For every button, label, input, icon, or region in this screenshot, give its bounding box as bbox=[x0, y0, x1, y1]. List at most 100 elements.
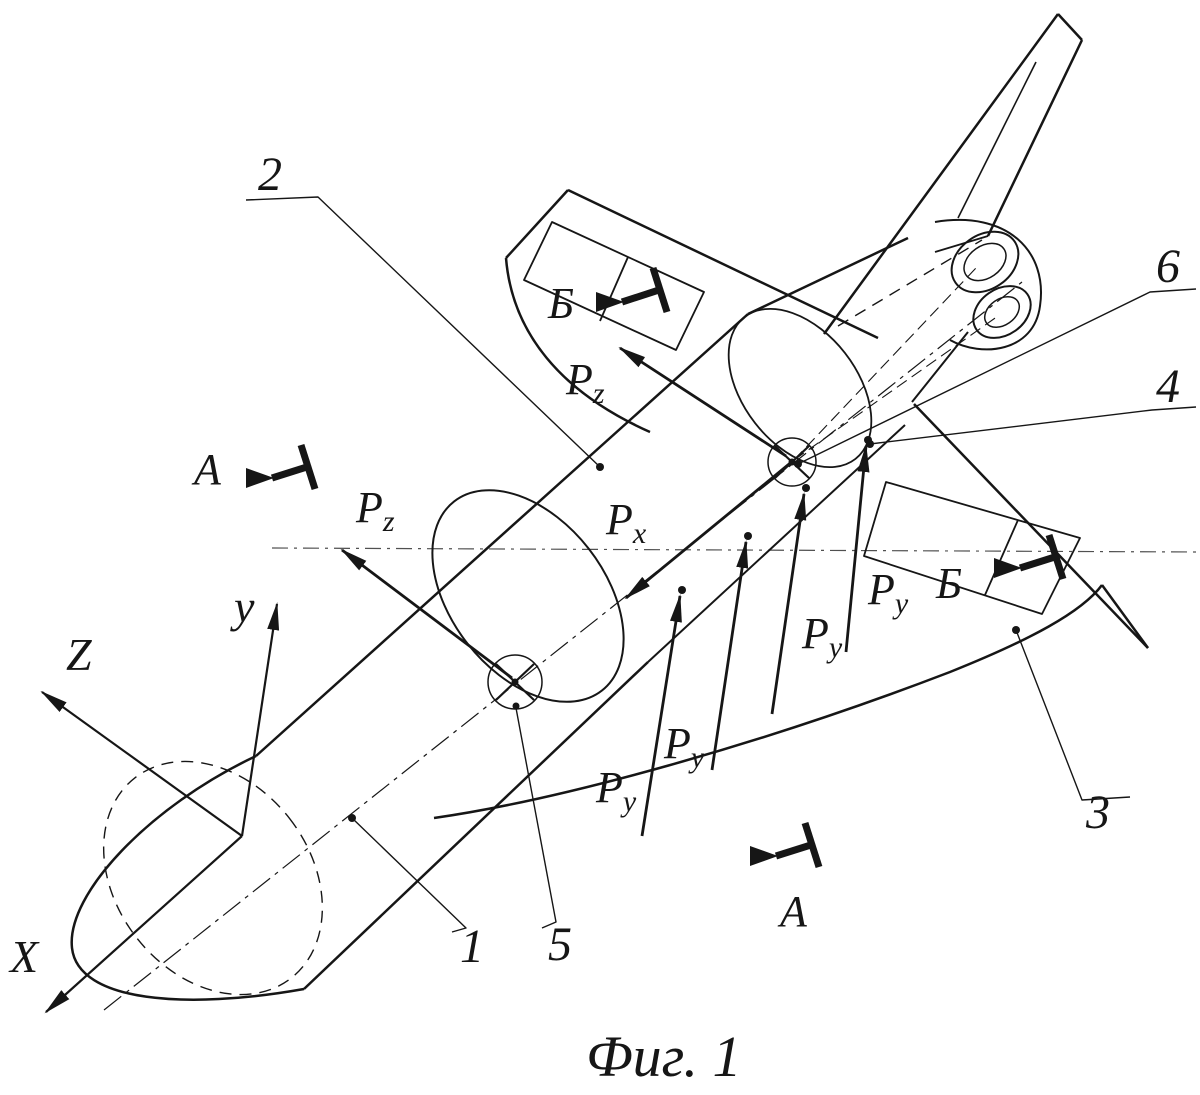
force-label-pz-rear: Pz bbox=[565, 355, 605, 410]
section-label-a-bottom: А bbox=[777, 887, 808, 936]
part-label-5: 5 bbox=[548, 918, 572, 971]
section-a-top-bar bbox=[297, 443, 319, 491]
leader-part-5 bbox=[515, 707, 557, 929]
engine-nozzle-2-outer bbox=[972, 285, 1032, 339]
engine-axis-line-1 bbox=[793, 267, 977, 461]
engine-nozzle-1-outer bbox=[950, 230, 1020, 294]
force-subscript-y: y bbox=[892, 587, 909, 620]
part-label-1: 1 bbox=[460, 920, 484, 973]
nose-base-hidden-ellipse bbox=[102, 760, 324, 996]
far-wing-elevon-divider bbox=[599, 256, 629, 322]
leader-part-6 bbox=[797, 288, 1197, 465]
fuselage-rear-deck-edge bbox=[747, 236, 909, 316]
force-subscript-y: y bbox=[620, 785, 637, 818]
tail-fin-hidden-base bbox=[837, 239, 983, 327]
force-label-py-3: Py bbox=[801, 609, 843, 664]
tail-fin-base-line bbox=[934, 235, 989, 253]
z-axis-arrow bbox=[40, 690, 243, 837]
near-wing-tip-chord bbox=[1100, 584, 1150, 649]
hidden-lines bbox=[102, 239, 999, 996]
far-wing-leading-edge bbox=[504, 257, 651, 434]
fuselage-bottom-edge bbox=[303, 661, 649, 990]
axis-label-x: X bbox=[8, 931, 40, 982]
fuselage-top-edge bbox=[255, 313, 749, 757]
leader-part-2-dot bbox=[596, 463, 604, 471]
section-b-top-stroke bbox=[620, 285, 664, 306]
force-vectors bbox=[340, 346, 872, 837]
axis-label-z: Z bbox=[66, 629, 92, 680]
part-label-4: 4 bbox=[1156, 360, 1180, 413]
leader-part-1-dot bbox=[348, 814, 356, 822]
near-wing-leading-edge bbox=[433, 584, 1104, 820]
labels: 2 6 4 3 1 5 y Z X А А Б Б Pz Pz Px Py Py… bbox=[8, 148, 1180, 1089]
py-vector-2-dot bbox=[744, 532, 752, 540]
section-label-a-top: А bbox=[191, 445, 222, 494]
force-symbol: P bbox=[595, 763, 623, 812]
leader-lines bbox=[245, 196, 1197, 933]
force-subscript-z: z bbox=[592, 377, 605, 410]
py-vector-1 bbox=[640, 594, 682, 837]
nose-cap-outline bbox=[70, 754, 305, 1001]
py-vector-4 bbox=[844, 444, 870, 653]
tail-fin-trailing-edge bbox=[986, 39, 1084, 237]
centerlines bbox=[103, 281, 1197, 1011]
section-marks bbox=[246, 266, 1067, 869]
y-axis-arrow bbox=[240, 602, 280, 837]
wing-root-junction-line bbox=[647, 424, 906, 663]
force-subscript-y: y bbox=[826, 631, 843, 664]
front-gimbal-dot bbox=[511, 678, 519, 686]
section-label-b-top: Б bbox=[547, 279, 574, 328]
section-a-bottom-bar bbox=[801, 821, 823, 869]
force-label-py-2: Py bbox=[663, 719, 705, 774]
fuselage-centerline bbox=[103, 281, 1023, 1011]
px-vector bbox=[624, 458, 795, 600]
tail-fin-leading-edge bbox=[822, 13, 1060, 335]
section-a-bottom-arrowhead bbox=[750, 846, 778, 866]
force-label-pz-front: Pz bbox=[355, 483, 395, 538]
force-subscript-x: x bbox=[632, 517, 647, 550]
force-label-px: Px bbox=[605, 495, 647, 550]
leader-part-3-dot bbox=[1012, 626, 1020, 634]
figure-caption: Фиг. 1 bbox=[586, 1024, 742, 1089]
coordinate-axes bbox=[40, 602, 280, 1014]
leader-part-6-dot bbox=[794, 460, 802, 468]
part-label-6: 6 bbox=[1156, 240, 1180, 293]
force-subscript-y: y bbox=[688, 741, 705, 774]
py-vector-3-dot bbox=[802, 484, 810, 492]
force-symbol: P bbox=[565, 355, 593, 404]
part-label-2: 2 bbox=[258, 148, 282, 201]
force-label-py-1: Py bbox=[595, 763, 637, 818]
far-wing-trailing-edge bbox=[567, 188, 879, 340]
near-wing-trailing-edge bbox=[913, 403, 1149, 649]
leader-part-4 bbox=[869, 406, 1197, 445]
pz-vector-rear bbox=[618, 346, 787, 458]
force-subscript-z: z bbox=[382, 505, 395, 538]
force-symbol: P bbox=[663, 719, 691, 768]
section-b-right-bar bbox=[1045, 533, 1067, 581]
x-axis-arrow bbox=[44, 835, 243, 1014]
section-b-right-arrowhead bbox=[994, 558, 1022, 578]
tail-fin-tip-chord bbox=[1057, 13, 1083, 41]
engine-pod-outline bbox=[934, 219, 1042, 351]
axis-label-y: y bbox=[230, 581, 255, 632]
section-a-top-stroke bbox=[270, 462, 312, 482]
py-vector-3 bbox=[770, 492, 807, 715]
force-label-py-4: Py bbox=[867, 565, 909, 620]
leader-part-4-dot bbox=[866, 440, 874, 448]
engine-nozzle-1-inner bbox=[963, 242, 1007, 282]
far-wing-tip-chord bbox=[505, 189, 569, 259]
leader-part-2 bbox=[245, 196, 601, 468]
section-b-top-bar bbox=[649, 266, 671, 314]
near-wing-elevon-panel bbox=[863, 481, 1081, 615]
engine-nozzle-2-inner bbox=[983, 296, 1021, 328]
leader-part-5-dot bbox=[512, 702, 520, 710]
rear-gimbal-circle bbox=[767, 437, 817, 487]
rudder-hinge-line bbox=[957, 61, 1037, 219]
force-symbol: P bbox=[605, 495, 633, 544]
force-symbol: P bbox=[801, 609, 829, 658]
section-a-top-arrowhead bbox=[246, 468, 274, 488]
py-vector-1-dot bbox=[678, 586, 686, 594]
force-symbol: P bbox=[355, 483, 383, 532]
section-b-right-stroke bbox=[1018, 552, 1060, 572]
